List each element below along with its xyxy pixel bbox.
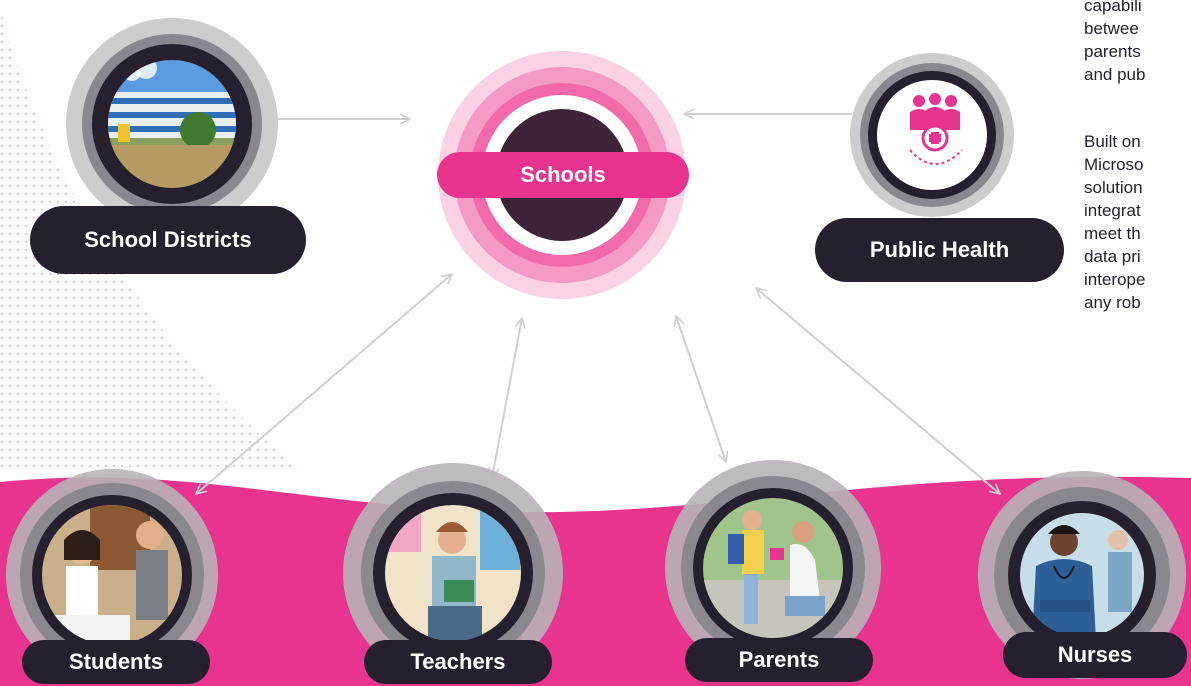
side-line: Microso [1084, 155, 1144, 174]
side-paragraph-1: capabili betwee parents and pub [1084, 0, 1191, 86]
teachers-label-text: Teachers [410, 649, 506, 674]
side-line: interope [1084, 270, 1146, 289]
side-line: meet th [1084, 224, 1141, 243]
parents-label: Parents [685, 638, 873, 682]
school-districts-label: School Districts [30, 206, 306, 274]
side-line: capabili [1084, 0, 1142, 15]
side-line: data pri [1084, 247, 1141, 266]
teachers-label: Teachers [364, 640, 552, 684]
side-line: parents [1084, 42, 1141, 61]
people-with-medical-gear-icon [909, 93, 963, 165]
schools-label-text: Schools [520, 162, 606, 187]
side-line: betwee [1084, 19, 1139, 38]
edge-parents [676, 316, 726, 462]
school-districts-label-text: School Districts [84, 227, 252, 252]
side-paragraph-2: Built on Microso solution integrat meet … [1084, 130, 1191, 314]
side-description-text: capabili betwee parents and pub Built on… [1084, 0, 1191, 358]
node-students-rings [6, 469, 218, 681]
side-line: integrat [1084, 201, 1141, 220]
edge-students [196, 274, 452, 494]
pink-wave-background [0, 476, 1191, 686]
dot-pattern-decoration [0, 10, 300, 470]
students-label: Students [22, 640, 210, 684]
side-line: Built on [1084, 132, 1141, 151]
node-parents-rings [665, 460, 881, 676]
side-line: and pub [1084, 65, 1146, 84]
node-school-districts-rings [66, 18, 278, 230]
edge-teachers [492, 318, 522, 478]
nurses-label: Nurses [1003, 632, 1187, 678]
schools-label: Schools [437, 152, 689, 198]
edges [196, 114, 1000, 494]
public-health-label: Public Health [815, 218, 1064, 282]
nurse-smiling-photo [1020, 513, 1144, 637]
node-teachers-rings [343, 463, 563, 683]
students-label-text: Students [68, 649, 164, 674]
public-health-label-text: Public Health [869, 237, 1010, 262]
side-line: solution [1084, 178, 1143, 197]
parents-label-text: Parents [738, 647, 820, 672]
node-public-health-rings [850, 53, 1014, 217]
edge-nurses [756, 288, 1000, 494]
nurses-label-text: Nurses [1057, 642, 1133, 667]
side-line: any rob [1084, 293, 1141, 312]
node-nurses-rings [978, 471, 1186, 679]
